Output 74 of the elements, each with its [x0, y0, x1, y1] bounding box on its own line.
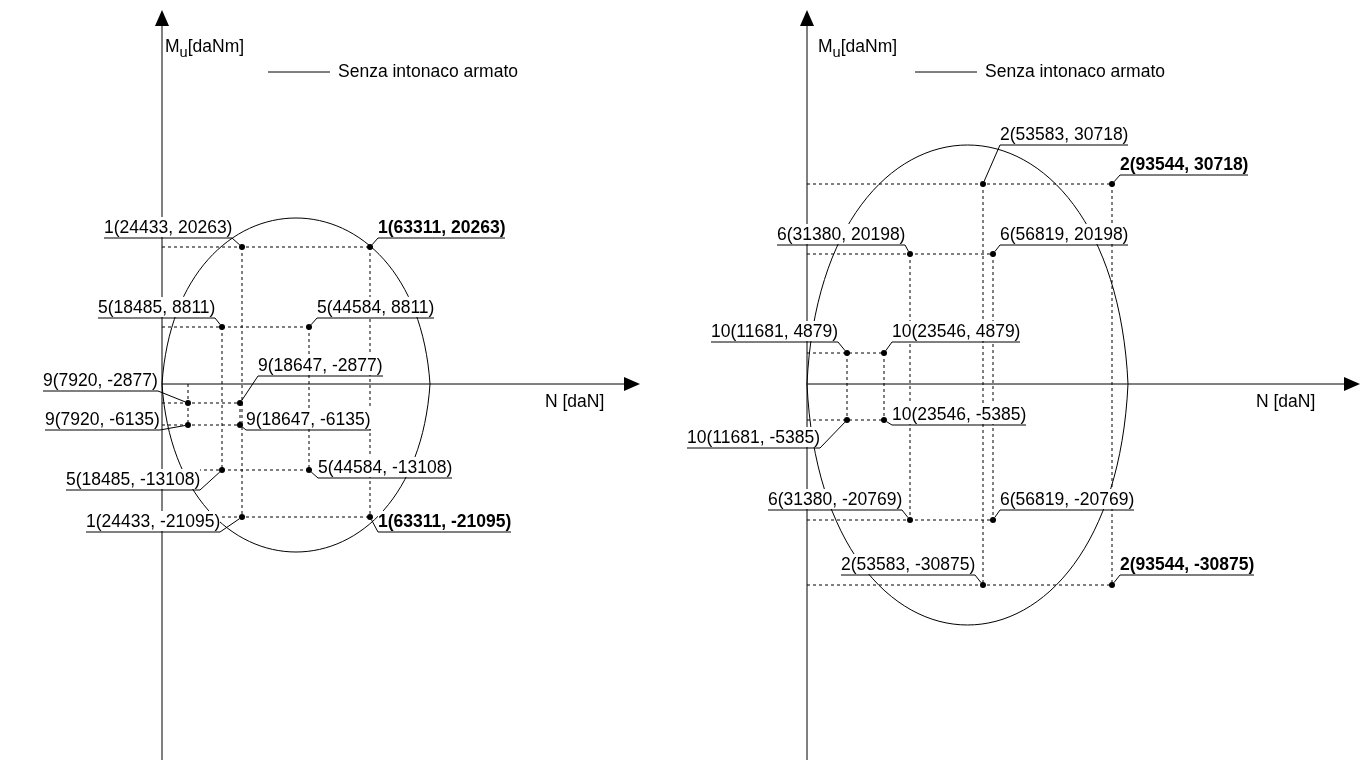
leader-line [983, 144, 1129, 182]
data-point [907, 517, 913, 523]
leader-line [241, 375, 384, 401]
leader-line [840, 574, 982, 584]
leader-line [994, 509, 1135, 518]
data-point [367, 514, 373, 520]
point-label: 5(44584, -13108) [318, 457, 453, 477]
leader-line [885, 341, 1021, 352]
point-label: 9(18647, -2877) [258, 355, 383, 375]
point-label: 6(56819, 20198) [1000, 224, 1129, 244]
point-label: 5(18485, -13108) [66, 469, 201, 489]
data-point [1109, 181, 1115, 187]
leader-line [310, 471, 453, 479]
leader-line [65, 471, 221, 491]
data-point [219, 324, 225, 330]
leader-line [371, 237, 506, 246]
data-point [990, 517, 996, 523]
point-label: 2(53583, 30718) [1000, 124, 1129, 144]
data-point [239, 244, 245, 250]
point-label: 2(53583, -30875) [841, 554, 976, 574]
data-point [1109, 582, 1115, 588]
point-label: 10(11681, 4879) [711, 321, 839, 341]
data-point [237, 400, 243, 406]
leader-line [886, 421, 1027, 426]
leader-line [44, 425, 186, 431]
point-label: 1(24433, 20263) [104, 217, 233, 237]
point-label: 6(56819, -20769) [1000, 489, 1135, 509]
data-point [980, 582, 986, 588]
leader-line [97, 317, 221, 326]
data-point [367, 244, 373, 250]
leader-line [776, 244, 909, 252]
leader-line [686, 421, 846, 449]
axis-label: N [daN] [545, 391, 605, 411]
data-point [306, 467, 312, 473]
data-point [907, 251, 913, 257]
data-point [881, 350, 887, 356]
data-point [881, 417, 887, 423]
axis-label: N [daN] [1256, 391, 1316, 411]
point-label: 10(11681, -5385) [687, 427, 820, 447]
leader-line [1113, 574, 1255, 584]
leader-line [994, 244, 1129, 253]
leader-line [241, 426, 372, 431]
data-point [306, 324, 312, 330]
point-label: 5(44584, 8811) [317, 297, 435, 317]
point-label: 9(7920, -2877) [43, 370, 158, 390]
data-point [239, 514, 245, 520]
point-label: 9(18647, -6135) [246, 409, 371, 429]
leader-line [710, 341, 846, 352]
point-label: 6(31380, -20769) [768, 489, 903, 509]
point-label: 6(31380, 20198) [777, 224, 906, 244]
point-label: 1(63311, -21095) [378, 511, 512, 531]
data-point [185, 422, 191, 428]
point-label: 2(93544, 30718) [1120, 154, 1249, 174]
point-label: 1(63311, 20263) [378, 217, 506, 237]
point-label: 1(24433, -21095) [86, 511, 221, 531]
data-point [844, 417, 850, 423]
point-label: 9(7920, -6135) [45, 409, 160, 429]
point-label: 2(93544, -30875) [1120, 554, 1255, 574]
point-label: 10(23546, -5385) [892, 404, 1027, 424]
leader-line [1113, 174, 1249, 183]
data-point [990, 251, 996, 257]
leader-line [103, 237, 241, 246]
point-label: 10(23546, 4879) [892, 321, 1021, 341]
leader-line [42, 390, 186, 403]
leader-line [85, 518, 240, 533]
leader-line [767, 509, 909, 519]
leader-line [370, 519, 512, 533]
point-label: 5(18485, 8811) [98, 297, 216, 317]
data-point [844, 350, 850, 356]
data-point [237, 422, 243, 428]
leader-line [310, 317, 435, 326]
data-point [185, 400, 191, 406]
data-point [219, 467, 225, 473]
data-point [980, 181, 986, 187]
